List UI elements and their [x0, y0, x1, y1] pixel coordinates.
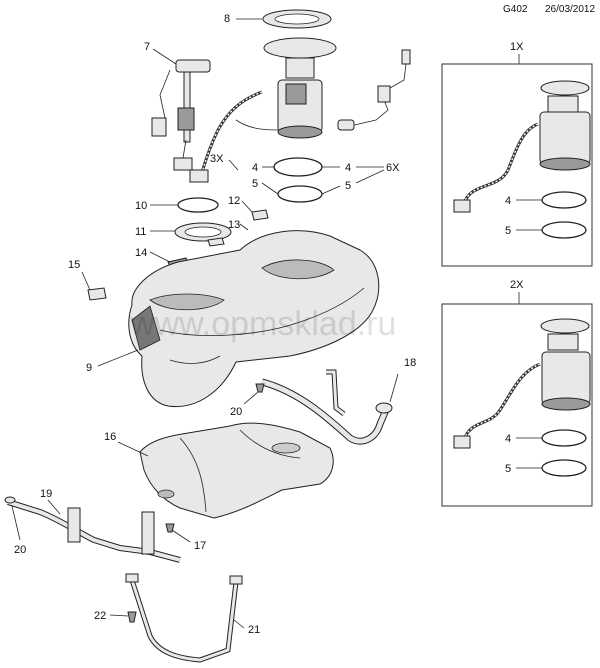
- detail-box-2x: 2X 4 5: [441, 279, 593, 507]
- part-18-filler-pipe: [261, 369, 393, 445]
- callout-6x: 6X: [386, 162, 400, 174]
- detail-box-1x-title: 1X: [510, 41, 524, 53]
- callout-18: 18: [404, 357, 416, 369]
- callout-11: 11: [135, 226, 146, 238]
- detail-1x-label-5: 5: [505, 225, 511, 237]
- callout-14: 14: [135, 247, 147, 259]
- part-21-tank-strap: [125, 573, 243, 663]
- callout-7: 7: [144, 41, 150, 53]
- callout-10: 10: [135, 200, 147, 212]
- part-11-lock-ring: [174, 222, 232, 242]
- part-6x-harness: [337, 49, 411, 131]
- part-13-pad: [207, 237, 225, 247]
- part-20-clip-upper: [255, 383, 265, 393]
- part-12-pad: [251, 209, 269, 221]
- detail-box-1x: 1X 4 5: [441, 41, 593, 267]
- callout-20-lower: 20: [14, 544, 26, 556]
- part-15-pad: [87, 287, 107, 301]
- watermark-text: www.opmsklad.ru: [129, 305, 396, 343]
- callout-3x: 3X: [210, 153, 224, 165]
- leader-lines: [11, 18, 399, 629]
- part-10-seal-ring: [177, 197, 219, 213]
- callout-16: 16: [104, 431, 116, 443]
- detail-1x-label-4: 4: [505, 195, 511, 207]
- detail-2x-label-4: 4: [505, 433, 511, 445]
- callout-15: 15: [68, 259, 80, 271]
- callout-8: 8: [224, 13, 230, 25]
- callout-17: 17: [194, 540, 206, 552]
- diagram-code: G402: [503, 4, 528, 15]
- callout-9: 9: [86, 362, 92, 374]
- part-4-seal-ring: [273, 157, 323, 177]
- callout-5-left: 5: [252, 178, 258, 190]
- part-5-seal-ring: [277, 185, 323, 203]
- callout-12: 12: [228, 195, 240, 207]
- detail-box-2x-title: 2X: [510, 279, 524, 291]
- part-9-fuel-tank: [128, 230, 380, 408]
- part-22-bolt: [127, 611, 137, 623]
- diagram-date: 26/03/2012: [545, 4, 595, 15]
- part-19-support-bar: [4, 496, 181, 563]
- detail-2x-label-5: 5: [505, 463, 511, 475]
- callout-22: 22: [94, 610, 106, 622]
- callout-19: 19: [40, 488, 52, 500]
- callout-4-left: 4: [252, 162, 258, 174]
- callout-20-upper: 20: [230, 406, 242, 418]
- callout-labels: 8 7 3X 4 4 6X 5 5 10 11 12 13 14 15 9 18…: [14, 13, 416, 636]
- part-8-lock-ring: [262, 9, 332, 29]
- fuel-pump-module: [263, 37, 337, 139]
- callout-5-right: 5: [345, 180, 351, 192]
- callout-4-right: 4: [345, 162, 351, 174]
- part-7-fuel-sender: [151, 59, 211, 171]
- part-16-heat-shield: [139, 422, 334, 519]
- callout-21: 21: [248, 624, 260, 636]
- callout-13: 13: [228, 219, 240, 231]
